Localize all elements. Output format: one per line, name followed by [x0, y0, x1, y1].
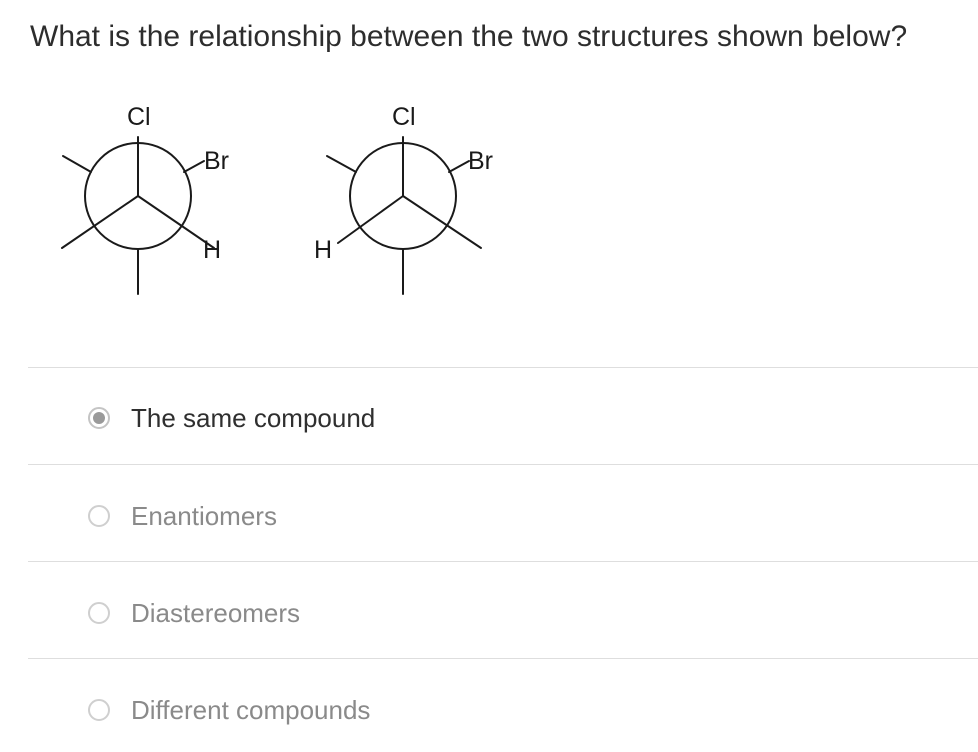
question-text: What is the relationship between the two… — [30, 20, 908, 53]
radio-button[interactable] — [88, 505, 110, 527]
back-bond-upper-left-left — [62, 155, 92, 173]
answer-option-diastereomers[interactable]: Diastereomers — [88, 598, 300, 628]
divider — [28, 367, 978, 368]
radio-button-selected[interactable] — [88, 407, 110, 429]
newman-projection-left — [61, 136, 215, 295]
front-bond-lower-left-right — [337, 195, 404, 244]
answer-option-different-compounds[interactable]: Different compounds — [88, 695, 370, 725]
divider — [28, 658, 978, 659]
back-bond-upper-right-left — [183, 160, 205, 173]
radio-button[interactable] — [88, 602, 110, 624]
front-bond-lower-left-left — [61, 195, 139, 249]
answer-option-label: The same compound — [131, 402, 376, 433]
atom-label-br-left: Br — [204, 147, 229, 175]
answer-option-same-compound[interactable]: The same compound — [88, 403, 375, 433]
atom-label-br-right: Br — [468, 147, 493, 175]
newman-projection-right — [326, 136, 482, 295]
divider — [28, 464, 978, 465]
atom-label-cl-left: Cl — [127, 103, 151, 131]
radio-button[interactable] — [88, 699, 110, 721]
answer-option-label: Enantiomers — [131, 500, 277, 531]
answer-option-label: Different compounds — [131, 694, 371, 725]
newman-projections-figure: Cl Br H Cl Br H — [61, 103, 493, 295]
atom-label-cl-right: Cl — [392, 103, 416, 131]
atom-label-h-left: H — [203, 236, 221, 264]
answer-option-label: Diastereomers — [131, 597, 301, 628]
front-bond-lower-right-right — [402, 195, 482, 249]
divider — [28, 561, 978, 562]
back-bond-upper-right-right — [448, 160, 470, 173]
atom-label-h-right: H — [314, 236, 332, 264]
answer-option-enantiomers[interactable]: Enantiomers — [88, 501, 277, 531]
front-bond-lower-right-left — [137, 195, 215, 249]
back-bond-upper-left-right — [326, 155, 357, 173]
